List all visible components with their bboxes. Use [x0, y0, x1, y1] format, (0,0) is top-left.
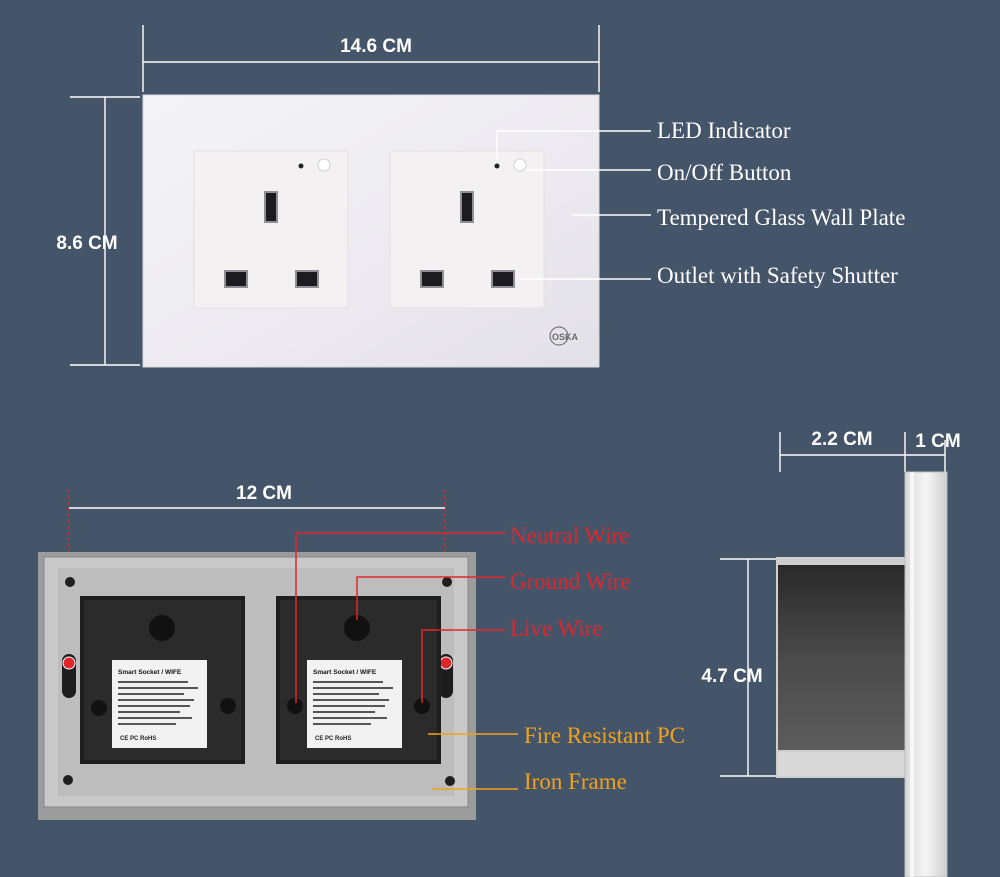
neutral-slot-right	[420, 270, 444, 288]
callout-ground-wire: Ground Wire	[510, 569, 631, 594]
side-height-dimension: 4.7 CM	[701, 558, 778, 777]
front-callouts: LED Indicator On/Off Button Tempered Gla…	[496, 118, 905, 288]
back-callouts: Neutral Wire Ground Wire Live Wire Fire …	[295, 523, 685, 794]
brand-logo-text: OSKA	[552, 332, 579, 342]
socket-left	[193, 150, 349, 309]
mount-hole	[65, 577, 75, 587]
module-right-title: Smart Socket / WIFE	[313, 669, 377, 676]
back-width-label: 12 CM	[236, 483, 292, 504]
earth-slot-left	[264, 191, 278, 223]
side-depth-dimension: 2.2 CM 1 CM	[779, 429, 961, 472]
screw-marker	[62, 656, 76, 670]
mount-hole	[445, 776, 455, 786]
module-left-title: Smart Socket / WIFE	[118, 669, 182, 676]
on-off-button-left[interactable]	[317, 158, 331, 172]
module-right: Smart Socket / WIFE CE PC RoHS	[276, 596, 441, 764]
socket-right	[389, 150, 545, 309]
callout-glass-plate: Tempered Glass Wall Plate	[657, 205, 905, 230]
mount-hole	[442, 577, 452, 587]
callout-fire-resistant-pc: Fire Resistant PC	[524, 723, 685, 748]
led-indicator-left	[298, 163, 304, 169]
callout-on-off-button: On/Off Button	[657, 160, 792, 185]
neutral-slot-left	[224, 270, 248, 288]
module-right-certs: CE PC RoHS	[315, 736, 351, 742]
side-view: 2.2 CM 1 CM 4.7 CM	[701, 429, 961, 877]
earth-slot-right	[460, 191, 474, 223]
callout-neutral-wire: Neutral Wire	[510, 523, 629, 548]
front-height-label: 8.6 CM	[56, 233, 117, 254]
callout-live-wire: Live Wire	[510, 616, 603, 641]
live-slot-right	[491, 270, 515, 288]
on-off-button-right[interactable]	[513, 158, 527, 172]
led-indicator-right	[494, 163, 500, 169]
front-height-dimension: 8.6 CM	[56, 96, 140, 366]
mount-hole	[63, 775, 73, 785]
brand-logo: OSKA	[549, 326, 579, 346]
module-left-certs: CE PC RoHS	[120, 736, 156, 742]
front-width-label: 14.6 CM	[340, 36, 412, 57]
side-depth-label: 2.2 CM	[811, 429, 872, 450]
side-plate-label: 1 CM	[915, 431, 960, 452]
back-view: 12 CM Smart Socket / WIFE	[38, 483, 685, 820]
module-left: Smart Socket / WIFE CE PC RoHS	[80, 596, 245, 764]
callout-outlet-shutter: Outlet with Safety Shutter	[657, 263, 898, 288]
screw-marker	[439, 656, 453, 670]
live-slot-left	[295, 270, 319, 288]
callout-iron-frame: Iron Frame	[524, 769, 627, 794]
side-height-label: 4.7 CM	[701, 666, 762, 687]
front-view: 14.6 CM 8.6 CM	[56, 25, 905, 368]
front-width-dimension: 14.6 CM	[142, 25, 600, 92]
callout-led-indicator: LED Indicator	[657, 118, 791, 143]
